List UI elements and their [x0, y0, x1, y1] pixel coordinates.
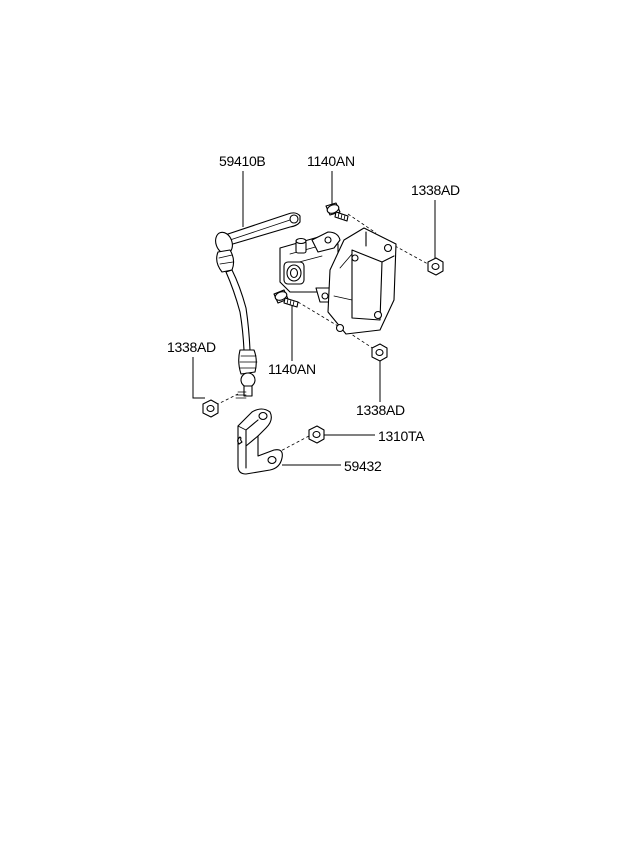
- level-sensor-assembly: [215, 212, 341, 399]
- label-1338ad-top-right: 1338AD: [411, 182, 460, 198]
- dash-bracket-to-nut-lower: [347, 331, 375, 350]
- mount-hole-top: [383, 243, 393, 253]
- label-1338ad-left: 1338AD: [167, 339, 216, 355]
- dash-nut-left-to-link: [215, 393, 239, 406]
- label-1140an-middle: 1140AN: [268, 361, 316, 377]
- nut-1338ad-top-right: [427, 257, 444, 276]
- lever-pivot: [289, 214, 299, 224]
- nut-1338ad-lower-right: [371, 343, 388, 362]
- nut-1338ad-left: [202, 399, 219, 418]
- dash-bolt-top-to-bracket: [347, 213, 377, 234]
- label-1140an-top: 1140AN: [307, 153, 355, 169]
- label-1338ad-lower-right: 1338AD: [356, 402, 405, 418]
- ball-stud: [243, 385, 253, 397]
- lower-bracket-59432: [237, 408, 283, 475]
- lower-bracket-hole-top: [258, 411, 268, 421]
- mount-bracket-plate: [327, 227, 397, 335]
- dash-bracket-to-nut-top: [394, 245, 429, 265]
- mount-hole-mid: [351, 254, 359, 262]
- nut-1310ta: [308, 425, 325, 444]
- sensor-mounting-bracket: [327, 227, 397, 335]
- mount-hole-right: [373, 310, 383, 320]
- leader-lines: [192, 171, 436, 466]
- label-59410b: 59410B: [219, 153, 265, 169]
- label-1310ta: 1310TA: [378, 428, 425, 444]
- bolt-1140an-middle: [273, 289, 299, 308]
- bolt-1140an-top: [325, 202, 349, 222]
- ball-joint-lower: [240, 372, 256, 388]
- dash-bolt-mid-to-bracket: [297, 301, 339, 327]
- lower-bracket-hole-bottom: [267, 455, 277, 465]
- linkage-rod: [225, 269, 251, 351]
- mount-hole-bottom: [335, 323, 345, 333]
- ball-joint-boot: [216, 249, 235, 273]
- label-59432: 59432: [344, 458, 382, 474]
- leader-1338ad-left: [192, 357, 205, 399]
